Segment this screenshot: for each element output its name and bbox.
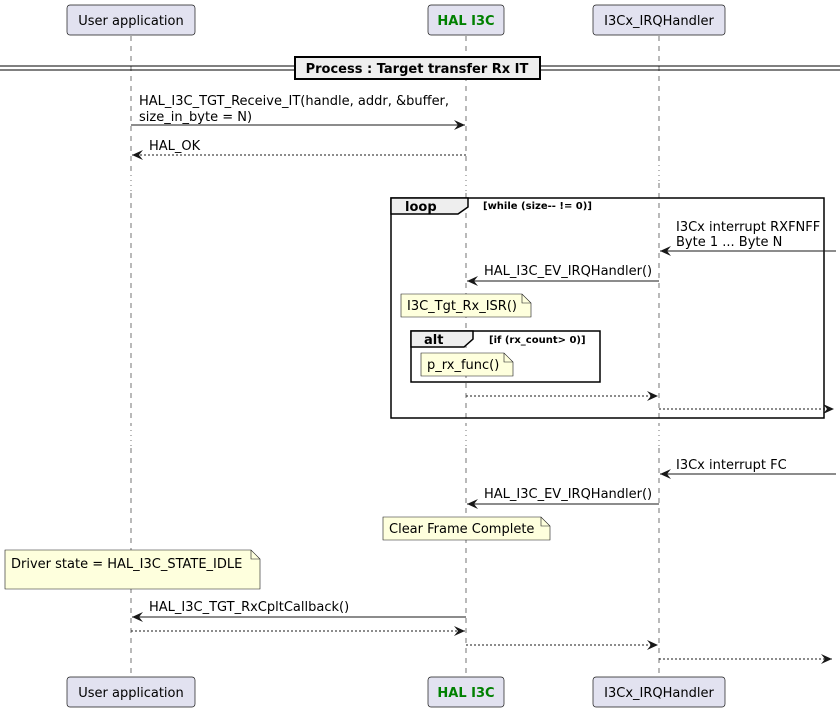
message-rx-cplt-cb: HAL_I3C_TGT_RxCpltCallback() [132,600,466,622]
message-rxfnff-label-2: Byte 1 ... Byte N [676,235,782,250]
participant-irq-bottom: I3Cx_IRQHandler [592,676,726,708]
message-receive-it-label-1: HAL_I3C_TGT_Receive_IT(handle, addr, &bu… [139,94,449,109]
loop-condition: [while (size-- != 0)] [483,201,592,212]
note-tgt-rx-isr-label: I3C_Tgt_Rx_ISR() [407,299,517,314]
participant-user-top: User application [66,4,196,36]
participant-hal-label: HAL I3C [437,14,494,29]
participant-user-bottom: User application [66,676,196,708]
message-hal-ok: HAL_OK [132,139,466,160]
message-rxfnff: I3Cx interrupt RXFNFF Byte 1 ... Byte N [660,220,836,256]
participant-hal-top: HAL I3C [427,4,505,36]
message-receive-it: HAL_I3C_TGT_Receive_IT(handle, addr, &bu… [131,94,465,130]
participant-hal-label-bottom: HAL I3C [437,686,494,701]
message-ev-irq-2-label: HAL_I3C_EV_IRQHandler() [484,487,652,502]
message-ev-irq-1: HAL_I3C_EV_IRQHandler() [467,264,659,286]
note-clear-frame-label: Clear Frame Complete [389,522,534,537]
note-driver-state: Driver state = HAL_I3C_STATE_IDLE [4,549,261,590]
process-divider-label: Process : Target transfer Rx IT [306,62,529,77]
message-rxfnff-label-1: I3Cx interrupt RXFNFF [676,220,820,235]
participant-hal-bottom: HAL I3C [427,676,505,708]
message-fc-label: I3Cx interrupt FC [676,458,787,473]
message-receive-it-label-2: size_in_byte = N) [139,110,252,125]
participant-user-label: User application [78,14,183,29]
message-ev-irq-2: HAL_I3C_EV_IRQHandler() [467,487,659,509]
alt-condition: [if (rx_count> 0)] [489,335,586,346]
message-hal-ok-label: HAL_OK [149,139,201,154]
participant-irq-top: I3Cx_IRQHandler [592,4,726,36]
alt-keyword: alt [424,333,443,348]
note-driver-state-label: Driver state = HAL_I3C_STATE_IDLE [11,557,242,572]
participant-irq-label-bottom: I3Cx_IRQHandler [604,686,714,701]
note-p-rx-func: p_rx_func() [420,352,514,377]
loop-frame: loop [while (size-- != 0)] [390,197,825,419]
message-fc: I3Cx interrupt FC [660,458,836,479]
note-p-rx-func-label: p_rx_func() [427,358,499,373]
message-rx-cplt-cb-label: HAL_I3C_TGT_RxCpltCallback() [149,600,349,615]
process-divider: Process : Target transfer Rx IT [0,56,840,80]
participant-irq-label: I3Cx_IRQHandler [604,14,714,29]
note-tgt-rx-isr: I3C_Tgt_Rx_ISR() [400,293,532,318]
alt-frame: alt [if (rx_count> 0)] [410,330,601,383]
participant-user-label-bottom: User application [78,686,183,701]
note-clear-frame: Clear Frame Complete [382,516,551,541]
loop-keyword: loop [405,200,437,215]
message-ev-irq-1-label: HAL_I3C_EV_IRQHandler() [484,264,652,279]
